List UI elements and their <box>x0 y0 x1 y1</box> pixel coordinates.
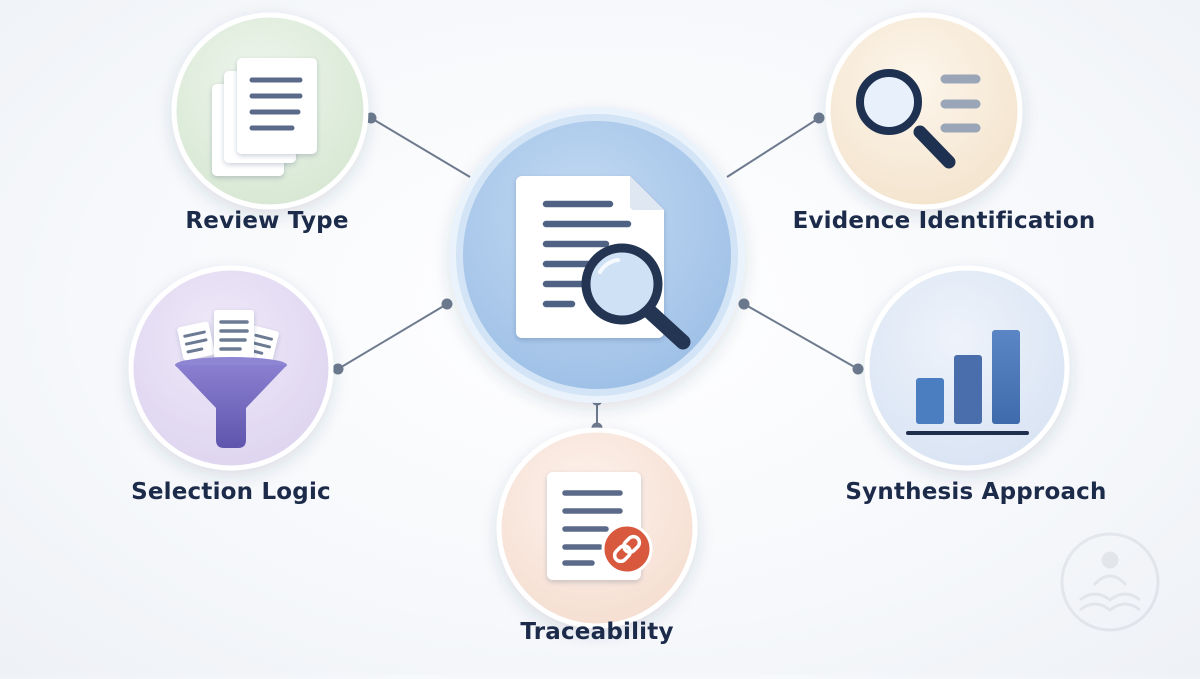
connector-evidence-identification <box>726 117 820 178</box>
magnifier-list-icon <box>856 69 981 169</box>
synthesis-approach-label: Synthesis Approach <box>845 479 1107 505</box>
connectors <box>337 117 859 428</box>
connector-selection-logic <box>337 303 448 370</box>
bar-chart-icon <box>906 330 1029 435</box>
synthesis-approach-node <box>864 265 1070 471</box>
evidence-identification-label: Evidence Identification <box>792 208 1096 234</box>
link-icon <box>612 534 642 564</box>
connector-review-type <box>370 117 471 178</box>
review-type-label: Review Type <box>185 208 349 234</box>
connector-synthesis-approach <box>743 303 859 370</box>
selection-logic-node <box>128 265 334 471</box>
evidence-identification-node <box>825 12 1023 210</box>
stacked-documents-icon <box>212 58 317 176</box>
review-type-node <box>171 12 369 210</box>
center-node <box>449 107 745 403</box>
watermark-emblem <box>1060 532 1160 632</box>
document-search-icon <box>516 176 691 350</box>
funnel-icon <box>175 310 287 448</box>
document-link-icon <box>547 472 653 580</box>
selection-logic-label: Selection Logic <box>131 479 331 505</box>
traceability-node <box>496 427 698 629</box>
traceability-label: Traceability <box>520 619 674 645</box>
